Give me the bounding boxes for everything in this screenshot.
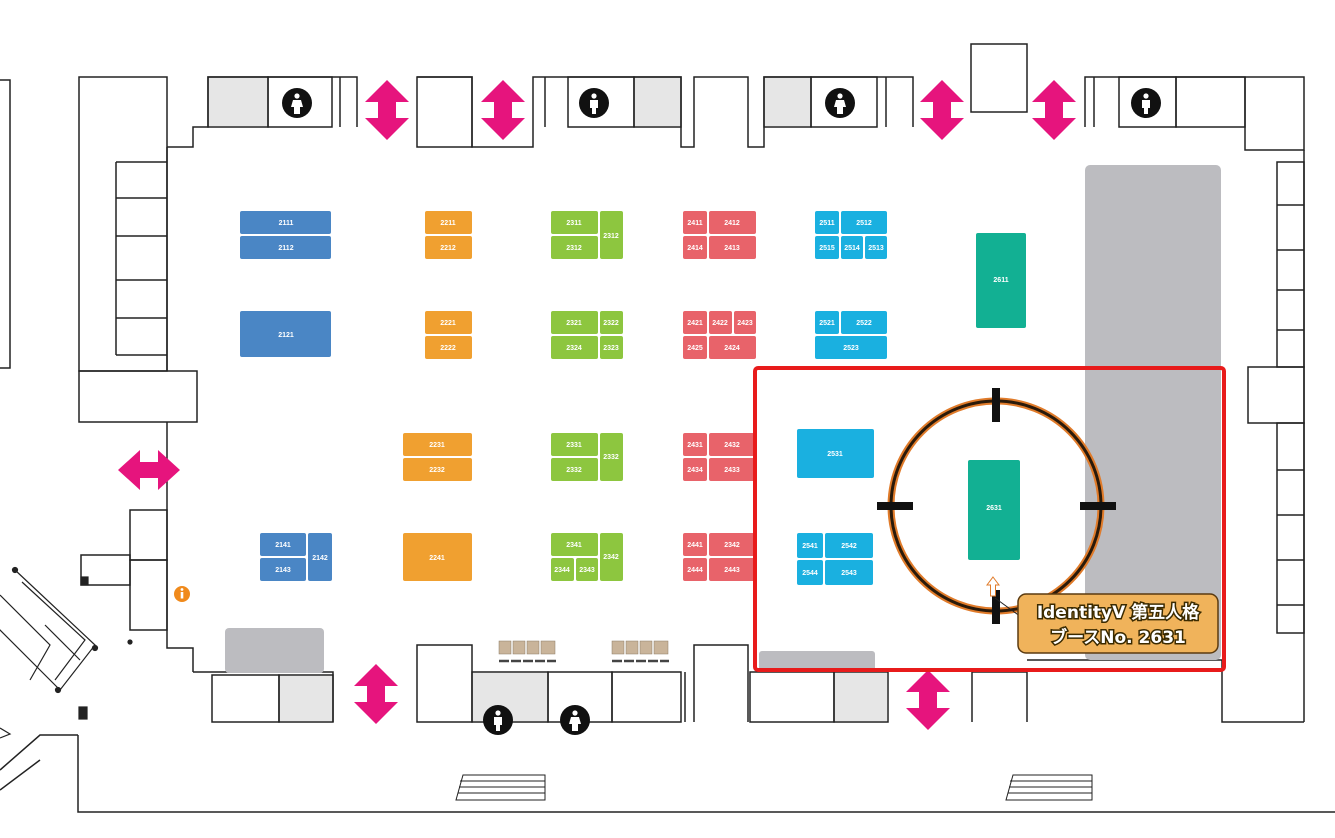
booth-2543: 2543	[841, 570, 857, 577]
highlight-frame	[753, 366, 1226, 672]
booth-2431: 2431	[687, 442, 703, 449]
entrance-structure	[0, 566, 133, 739]
booth-2221: 2221	[440, 320, 456, 327]
booth-2312: 2312	[566, 245, 582, 252]
service-areas	[209, 78, 887, 721]
small-booth-labels	[499, 657, 669, 664]
booth-2432: 2432	[724, 442, 740, 449]
booth-2232: 2232	[429, 467, 445, 474]
restroom-icons	[282, 88, 1161, 735]
info-icon	[174, 586, 190, 602]
booth-2611: 2611	[993, 277, 1008, 284]
double-arrow-icon	[354, 664, 398, 724]
callout-line1: IdentityV 第五人格	[1037, 602, 1200, 623]
booths-orange[interactable]	[403, 211, 472, 581]
booth-2442: 2342	[724, 542, 740, 549]
booth-2511: 2511	[819, 220, 834, 227]
booth-2142: 2142	[312, 555, 328, 562]
gray-block-left	[225, 628, 324, 673]
booth-2544: 2544	[802, 570, 818, 577]
callout-line2: ブースNo. 2631	[1050, 627, 1186, 648]
booth-2411: 2411	[687, 220, 702, 227]
walls	[0, 43, 1335, 813]
booth-2631: 2631	[986, 505, 1002, 512]
booth-2515: 2515	[819, 245, 835, 252]
booth-2542: 2542	[841, 543, 857, 550]
booth-2231: 2231	[429, 442, 445, 449]
stairs-left	[455, 774, 546, 801]
booth-2241: 2241	[429, 555, 445, 562]
booth-2141: 2141	[275, 542, 291, 549]
double-arrow-icon	[920, 80, 964, 140]
booth-labels: 2111 2112 2121 2141 2142 2143 2211 2212 …	[275, 220, 1008, 577]
booth-2514: 2514	[844, 245, 860, 252]
booth-2443: 2443	[724, 567, 740, 574]
stairs-right	[1005, 774, 1093, 801]
booths-green[interactable]	[551, 211, 623, 581]
booth-2523: 2523	[843, 345, 859, 352]
booth-2433: 2433	[724, 467, 740, 474]
booth-2212: 2212	[440, 245, 456, 252]
double-arrow-icon	[1032, 80, 1076, 140]
booth-2323: 2323	[603, 345, 619, 352]
booths-red[interactable]	[683, 211, 756, 581]
double-arrow-icon	[365, 80, 409, 140]
booth-2322: 2322	[603, 320, 619, 327]
booth-2421: 2421	[687, 320, 703, 327]
booth-2332b: 2332	[603, 454, 619, 461]
booth-2344: 2344	[554, 567, 570, 574]
restroom-icon	[483, 705, 513, 735]
booth-2112: 2112	[278, 245, 293, 252]
booth-2414: 2414	[687, 245, 703, 252]
booth-2422: 2422	[712, 320, 728, 327]
target-reticle	[877, 388, 1116, 624]
booth-2444: 2444	[687, 567, 703, 574]
restroom-icon	[579, 88, 609, 118]
booth-2425: 2425	[687, 345, 703, 352]
booth-2412: 2412	[724, 220, 740, 227]
booth-2211: 2211	[440, 220, 455, 227]
booth-2343: 2343	[579, 567, 595, 574]
booth-2434: 2434	[687, 467, 703, 474]
restroom-icon	[825, 88, 855, 118]
booth-2424: 2424	[724, 345, 740, 352]
restroom-icon	[1131, 88, 1161, 118]
booth-2311: 2311	[566, 220, 581, 227]
gray-block-right	[759, 651, 875, 671]
booth-2521: 2521	[819, 320, 835, 327]
booth-2541: 2541	[802, 543, 818, 550]
booth-2341: 2341	[566, 542, 582, 549]
double-arrow-icon	[118, 450, 180, 490]
booths-cyan[interactable]	[797, 211, 887, 585]
booth-2111: 2111	[279, 220, 294, 227]
booth-2512: 2512	[856, 220, 872, 227]
double-arrow-icon	[906, 670, 950, 730]
booths-blue[interactable]	[240, 211, 332, 581]
booth-2441: 2441	[687, 542, 703, 549]
booth-2522: 2522	[856, 320, 872, 327]
booth-2331: 2331	[566, 442, 582, 449]
booth-2321: 2321	[566, 320, 582, 327]
booth-2324: 2324	[566, 345, 582, 352]
booth-2423: 2423	[737, 320, 753, 327]
booths-teal[interactable]	[968, 233, 1026, 560]
booth-2531: 2531	[827, 451, 843, 458]
booth-2332: 2332	[566, 467, 582, 474]
double-arrow-icons	[118, 80, 1076, 730]
booth-2513: 2513	[868, 245, 884, 252]
booth-2342: 2342	[603, 554, 619, 561]
stage-area	[1085, 165, 1221, 660]
booth-2121: 2121	[278, 332, 294, 339]
restroom-icon	[560, 705, 590, 735]
double-arrow-icon	[481, 80, 525, 140]
small-booths	[498, 640, 669, 655]
booth-2312b: 2312	[603, 233, 619, 240]
restroom-icon	[282, 88, 312, 118]
booth-2143: 2143	[275, 567, 291, 574]
booth-2413: 2413	[724, 245, 740, 252]
booth-callout: IdentityV 第五人格 ブースNo. 2631	[1017, 593, 1219, 654]
booth-2222: 2222	[440, 345, 456, 352]
